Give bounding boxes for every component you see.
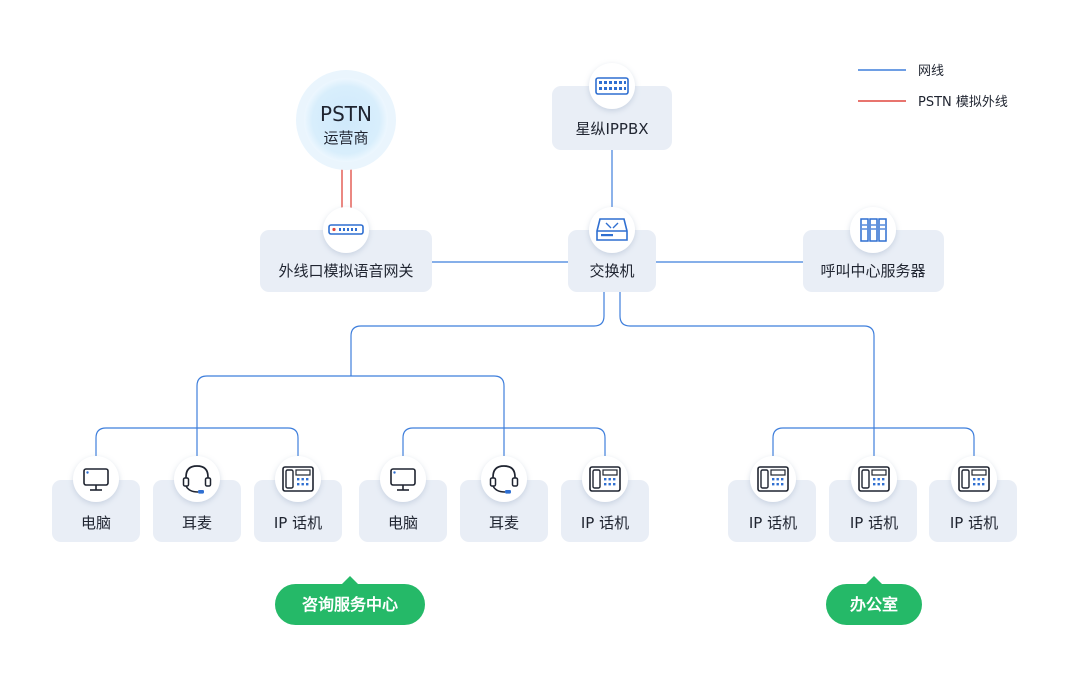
headset-icon [489,465,519,494]
computer-icon [390,468,416,491]
network-line [207,375,505,470]
gateway-label: 外线口模拟语音网关 [278,262,413,280]
gateway-icon [328,224,364,235]
callcenter-server-label: 呼叫中心服务器 [820,262,925,280]
computer-icon [83,468,109,491]
network-line [350,292,605,376]
endpoint-label: IP 话机 [950,514,998,532]
endpoint-label: 耳麦 [182,514,212,532]
endpoint-icon-bg [481,456,527,502]
ip-phone-icon [589,466,621,492]
gateway-node[interactable]: 外线口模拟语音网关 [260,207,432,292]
switch-box [568,230,656,292]
endpoint-headset-2[interactable]: 耳麦 [460,456,548,542]
network-line [619,292,875,470]
group-pill-bg [826,584,922,625]
endpoint-label: 电脑 [81,514,111,532]
switch-icon [596,218,628,241]
endpoint-label: IP 话机 [850,514,898,532]
group-pill-office: 办公室 [826,576,922,625]
endpoint-label: IP 话机 [749,514,797,532]
endpoint-ip-phone-3[interactable]: IP 话机 [728,456,816,542]
legend: 网线 PSTN 模拟外线 [858,64,1008,110]
endpoint-box [153,480,241,542]
legend-label-pstn: PSTN 模拟外线 [918,95,1008,110]
endpoint-computer-1[interactable]: 电脑 [52,456,140,542]
endpoint-ip-phone-5[interactable]: IP 话机 [929,456,1017,542]
endpoint-label: 电脑 [388,514,418,532]
endpoint-box [359,480,447,542]
endpoint-label: IP 话机 [581,514,629,532]
ip-phone-icon [858,466,890,492]
server-cluster-icon [860,218,887,242]
endpoint-box [460,480,548,542]
endpoint-label: IP 话机 [274,514,322,532]
callcenter-server-node[interactable]: 呼叫中心服务器 [803,207,944,292]
endpoint-box [254,480,342,542]
pstn-subtitle: 运营商 [323,129,368,147]
callcenter-server-box [803,230,944,292]
network-line [402,427,606,470]
endpoint-ip-phone-2[interactable]: IP 话机 [561,456,649,542]
endpoint-computer-2[interactable]: 电脑 [359,456,447,542]
ip-phone-icon [757,466,789,492]
switch-node[interactable]: 交换机 [568,207,656,292]
endpoint-ip-phone-4[interactable]: IP 话机 [829,456,917,542]
endpoint-box [52,480,140,542]
ippbx-box [552,86,672,150]
endpoint-box [829,480,917,542]
pstn-circle [304,78,388,162]
ip-phone-icon [282,466,314,492]
ip-phone-icon [958,466,990,492]
endpoint-box [561,480,649,542]
endpoint-box [728,480,816,542]
group-pill-consulting-center: 咨询服务中心 [275,576,425,625]
group-pill-label: 咨询服务中心 [302,595,398,614]
headset-icon [182,465,212,494]
legend-label-network: 网线 [918,64,944,79]
server-rack-icon [595,77,629,95]
connections [95,150,975,470]
pstn-title: PSTN [320,102,372,126]
gateway-box [260,230,432,292]
endpoint-label: 耳麦 [489,514,519,532]
network-line [196,375,208,470]
network-line [772,427,975,470]
endpoint-headset-1[interactable]: 耳麦 [153,456,241,542]
group-pill-bg [275,584,425,625]
switch-label: 交换机 [589,262,634,280]
ippbx-node[interactable]: 星纵IPPBX [552,63,672,150]
network-line [95,427,299,470]
ippbx-label: 星纵IPPBX [575,120,648,138]
group-pill-label: 办公室 [850,595,898,614]
endpoint-ip-phone-1[interactable]: IP 话机 [254,456,342,542]
endpoint-icon-bg [174,456,220,502]
pstn-node: PSTN 运营商 [296,70,396,170]
endpoint-box [929,480,1017,542]
